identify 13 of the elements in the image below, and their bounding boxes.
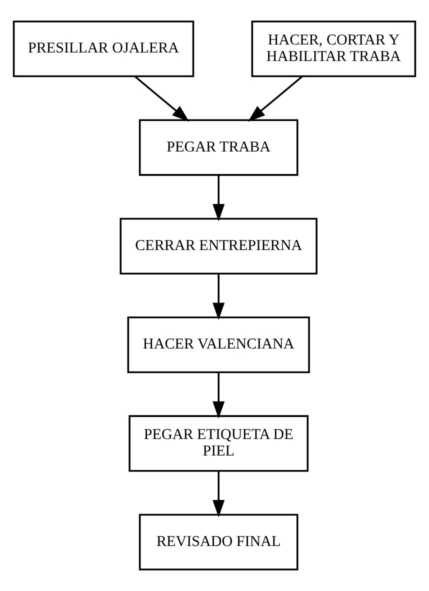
arrow [248,76,303,122]
arrow [212,471,225,518]
node-box: CERRAR ENTREPIERNA [120,218,318,274]
node-box: REVISADO FINAL [138,514,298,570]
node-box: HACER VALENCIANA [127,316,310,374]
arrow [212,175,225,222]
node-box: PRESILLAR OJALERA [12,20,194,78]
node-box: PEGAR TRABA [138,119,298,176]
arrow [212,274,225,320]
arrow [134,76,190,122]
node-box: HACER, CORTAR Y HABILITAR TRABA [251,20,416,78]
arrow [212,372,225,419]
node-box: PEGAR ETIQUETA DE PIEL [128,415,309,472]
